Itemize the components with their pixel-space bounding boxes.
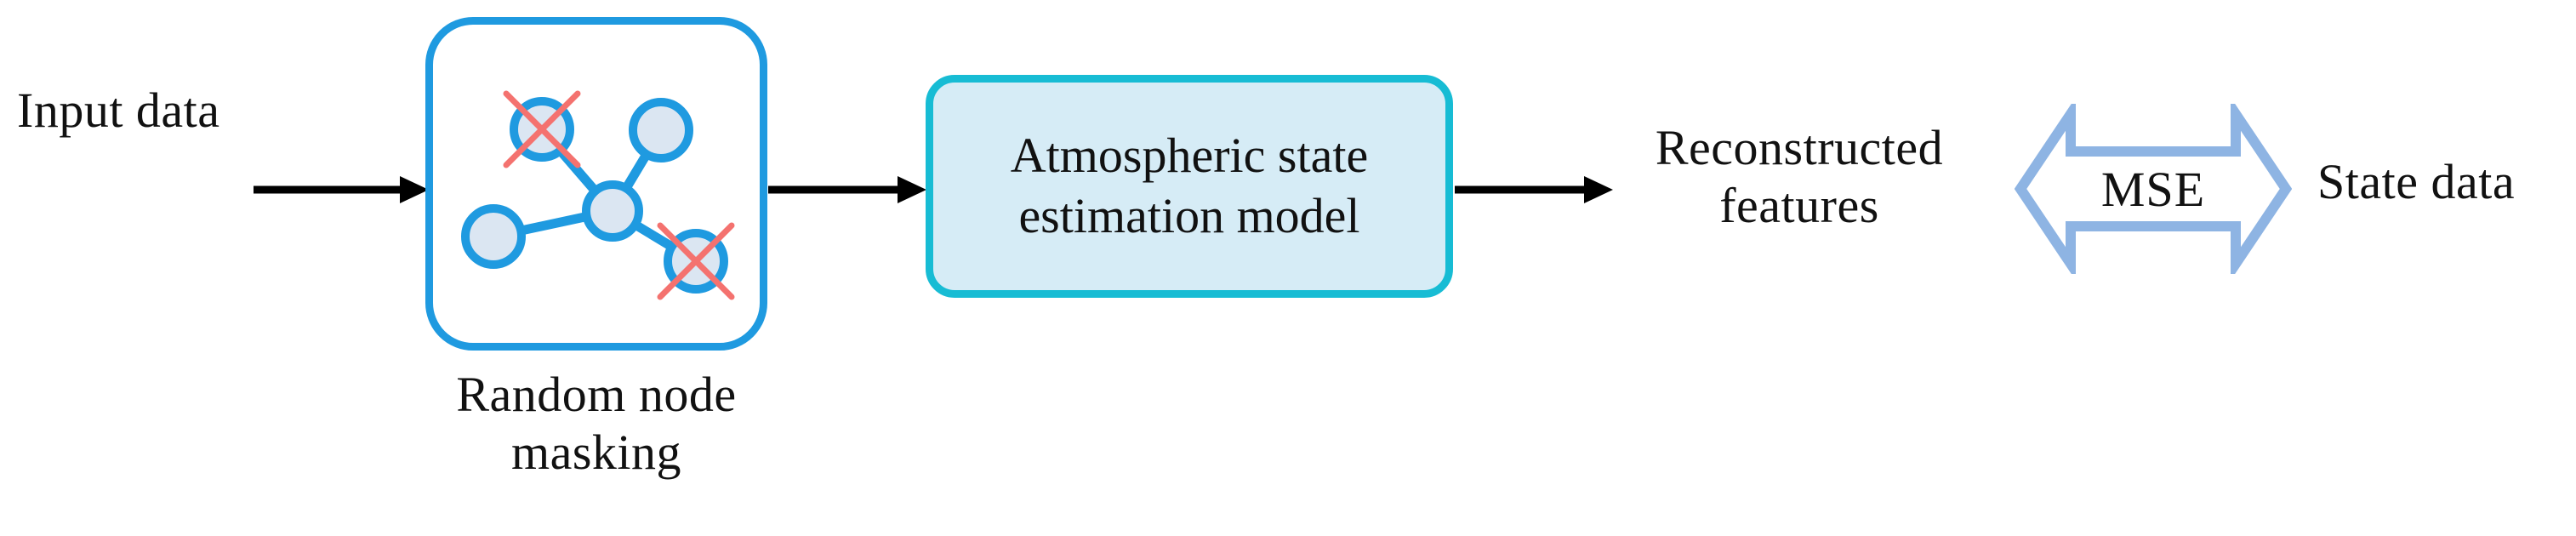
reconstructed-line-2: features xyxy=(1719,178,1879,234)
caption-line-1: Random node xyxy=(456,367,737,422)
mask-x-icon-bottom-right xyxy=(657,222,735,300)
reconstructed-line-1: Reconstructed xyxy=(1655,120,1944,175)
reconstructed-features-label: Reconstructed features xyxy=(1616,119,1982,236)
graph-node-top-right xyxy=(629,98,693,163)
mask-x-icon-top-left xyxy=(503,90,581,168)
arrow-input-to-masking xyxy=(254,176,429,203)
mse-label: MSE xyxy=(2100,161,2206,217)
caption-line-2: masking xyxy=(510,425,682,481)
mse-comparison: MSE xyxy=(2015,104,2292,274)
graph-nodes xyxy=(461,97,728,294)
random-node-masking-box xyxy=(425,17,767,351)
graph-node-bottom-left xyxy=(461,204,526,269)
arrow-masking-to-model xyxy=(768,176,926,203)
masked-graph xyxy=(461,90,735,300)
arrow-model-to-reconstructed xyxy=(1455,176,1613,203)
graph-node-hub xyxy=(582,180,643,242)
model-box-line-2: estimation model xyxy=(1018,188,1360,243)
model-box-line-1: Atmospheric state xyxy=(1010,128,1369,184)
atmospheric-state-estimation-model-box: Atmospheric state estimation model xyxy=(926,75,1453,298)
mse-bidirectional-arrow-icon xyxy=(2015,104,2292,274)
mask-x-marks xyxy=(503,90,735,300)
state-data-label: State data xyxy=(2317,154,2516,209)
input-data-label: Input data xyxy=(17,83,220,138)
random-node-masking-caption: Random node masking xyxy=(425,366,767,482)
